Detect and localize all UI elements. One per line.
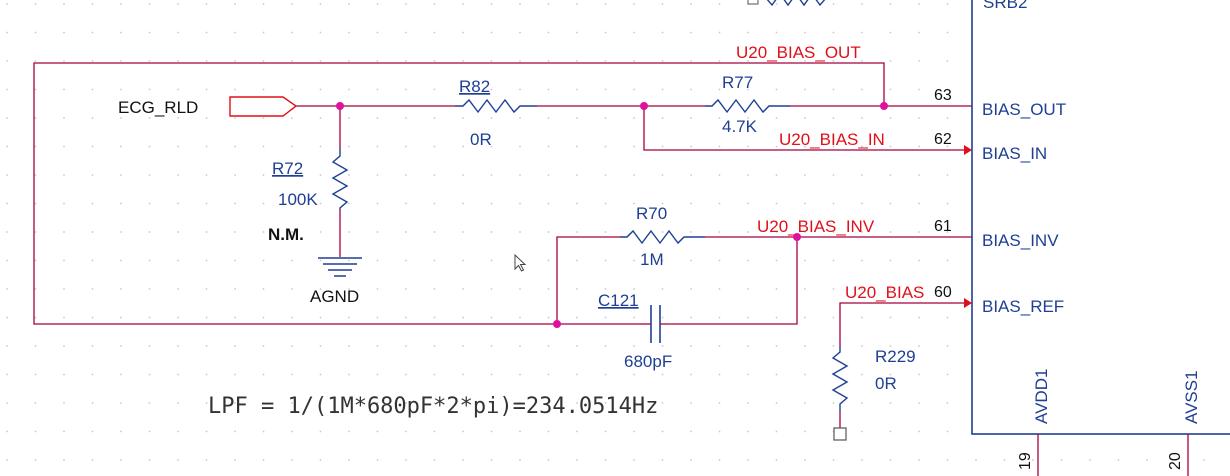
pin-name: BIAS_INV <box>982 231 1059 250</box>
ground-icon <box>318 257 362 277</box>
lpf-formula-note: LPF = 1/(1M*680pF*2*pi)=234.0514Hz <box>208 394 658 419</box>
pin-name: BIAS_IN <box>982 144 1047 163</box>
pin-name: BIAS_OUT <box>982 100 1066 119</box>
net-label-bias-in: U20_BIAS_IN <box>779 130 885 149</box>
junction-dot <box>553 320 561 328</box>
junction-dot <box>336 102 344 110</box>
net-labels: U20_BIAS_OUT U20_BIAS_IN U20_BIAS_INV U2… <box>736 43 924 302</box>
port-connector-icon <box>229 96 298 117</box>
pin60-arrow-icon <box>964 298 972 308</box>
ic-u20[interactable]: SRB2 63 BIAS_OUT 62 BIAS_IN 61 BIAS_INV … <box>934 0 1230 476</box>
bottom-pin-number: 19 <box>1017 452 1034 470</box>
junctions <box>336 102 888 328</box>
net-label-bias-out: U20_BIAS_OUT <box>736 43 861 62</box>
r77-ref: R77 <box>722 73 753 92</box>
resistor-r72[interactable]: R72 100K N.M. <box>268 148 349 244</box>
connector-label: ECG_RLD <box>118 98 198 117</box>
junction-dot <box>640 102 648 110</box>
wires <box>33 62 972 428</box>
ic-body <box>971 0 1230 435</box>
resistor-r229[interactable]: R229 0R <box>831 346 916 441</box>
cropped-top-pin-label: SRB2 <box>983 0 1027 12</box>
r72-ref: R72 <box>272 159 303 178</box>
wire-c121-right <box>668 237 798 325</box>
r70-value: 1M <box>640 250 664 269</box>
junction-dot <box>880 102 888 110</box>
bottom-pin-number: 20 <box>1167 452 1184 470</box>
resistor-r77[interactable]: R77 4.7K <box>705 73 790 136</box>
bottom-pin-name: AVSS1 <box>1182 370 1201 424</box>
no-connect-terminal-icon <box>833 427 847 441</box>
wire-bias-ref <box>839 302 964 346</box>
r72-value: 100K <box>278 190 318 209</box>
ecg-rld-connector[interactable]: ECG_RLD <box>118 96 298 117</box>
pin-number: 63 <box>934 87 952 104</box>
wire-outer-loop <box>33 62 885 325</box>
r72-note: N.M. <box>268 225 304 244</box>
c121-ref: C121 <box>598 291 639 310</box>
capacitor-c121[interactable]: C121 680pF <box>598 291 672 371</box>
resistor-r82[interactable]: R82 0R <box>455 77 537 149</box>
agnd-symbol: AGND <box>310 257 362 306</box>
r82-value: 0R <box>470 130 492 149</box>
cropped-top-component <box>747 0 826 7</box>
net-label-bias-ref: U20_BIAS <box>845 283 924 302</box>
pin-number: 61 <box>934 218 952 235</box>
wire-bias-in <box>643 106 964 151</box>
c121-value: 680pF <box>624 352 672 371</box>
resistor-r70[interactable]: R70 1M <box>620 204 705 269</box>
ground-label: AGND <box>310 287 359 306</box>
r70-ref: R70 <box>636 204 667 223</box>
pin-name: BIAS_REF <box>982 297 1064 316</box>
pin-number: 60 <box>934 284 952 301</box>
mouse-cursor-icon <box>514 253 527 272</box>
bottom-pin-name: AVDD1 <box>1032 369 1051 424</box>
r82-ref: R82 <box>459 77 490 96</box>
r77-value: 4.7K <box>722 117 758 136</box>
r229-ref: R229 <box>875 347 916 366</box>
pin-number: 62 <box>934 131 952 148</box>
wire-r70-left <box>556 236 620 324</box>
junction-dot <box>793 233 801 241</box>
net-label-bias-inv: U20_BIAS_INV <box>757 217 875 236</box>
pin62-arrow-icon <box>964 145 972 155</box>
r229-value: 0R <box>875 374 897 393</box>
